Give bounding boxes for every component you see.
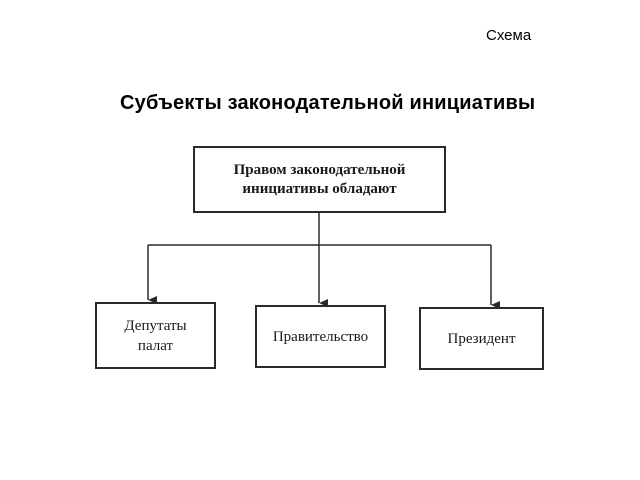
child-label: Депутаты палат <box>124 317 187 354</box>
slide-title: Субъекты законодательной инициативы <box>120 92 536 114</box>
child-box-government: Правительство <box>255 305 386 368</box>
root-box: Правом законодательной инициативы облада… <box>193 146 446 213</box>
child-box-president: Президент <box>419 307 544 370</box>
child-label: Правительство <box>272 328 369 345</box>
root-label: Правом законодательной инициативы облада… <box>233 161 406 197</box>
corner-label: Схема <box>486 27 532 44</box>
child-box-deputies: Депутаты палат <box>95 302 216 369</box>
child-label: Президент <box>447 330 516 347</box>
